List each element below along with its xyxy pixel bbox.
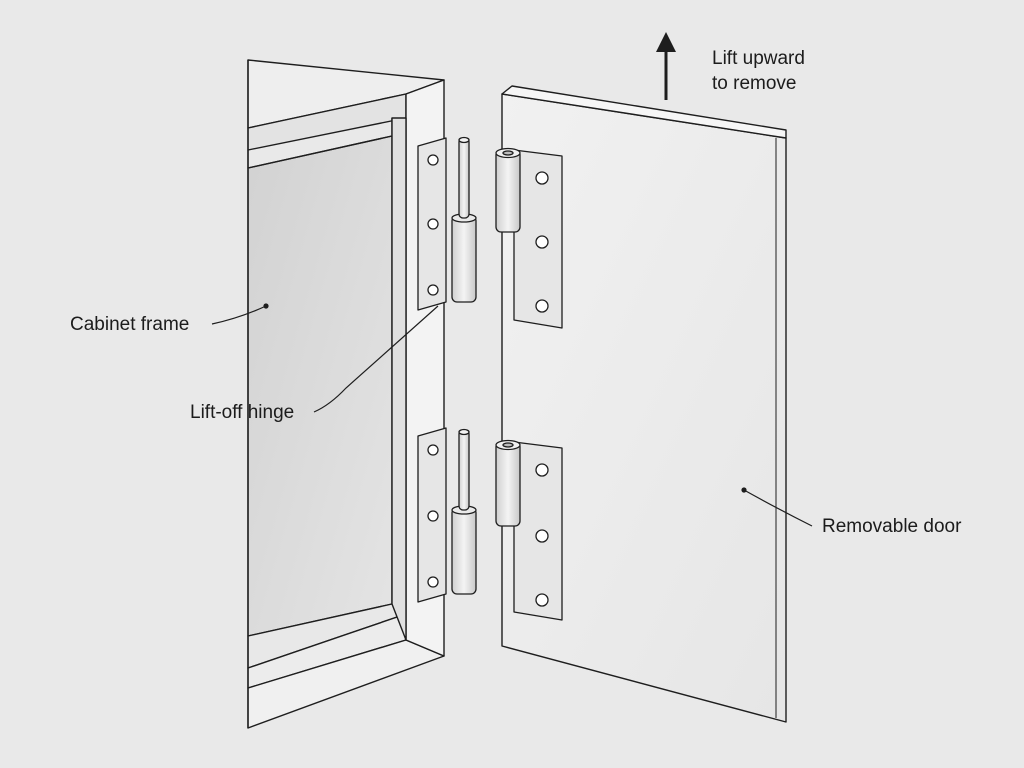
lift-instruction-line1: Lift upward xyxy=(712,48,805,69)
leader-removable-door xyxy=(743,489,813,527)
leader-lift-off-hinge xyxy=(313,305,439,413)
removable-door-label: Removable door xyxy=(822,516,962,537)
door-hinge-lower xyxy=(495,439,563,621)
arrow-up-icon xyxy=(656,32,676,100)
door-top-edge xyxy=(501,85,787,139)
lift-off-hinge-label: Lift-off hinge xyxy=(190,402,295,423)
cabinet-frame xyxy=(247,59,445,729)
leader-lines xyxy=(211,303,813,527)
cabinet-stile-inner xyxy=(391,117,407,641)
cabinet-frame-label: Cabinet frame xyxy=(70,314,190,335)
frame-hinge-lower xyxy=(417,427,477,603)
lift-instruction-line2: to remove xyxy=(712,73,797,94)
door-hinge-upper xyxy=(495,147,563,329)
leader-cabinet-frame xyxy=(211,305,267,325)
frame-hinge-upper xyxy=(417,136,477,311)
cabinet-interior xyxy=(247,135,393,637)
